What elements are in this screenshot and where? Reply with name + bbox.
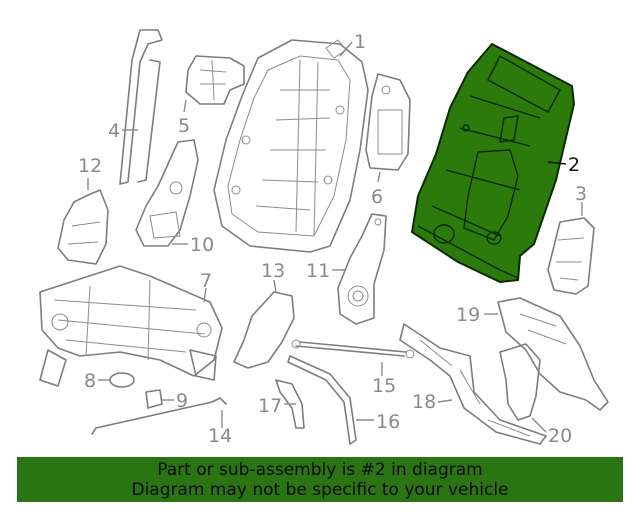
callout-16: 16	[376, 411, 400, 433]
part-8-plug	[109, 372, 135, 388]
callout-4: 4	[108, 120, 120, 142]
callout-1: 1	[354, 31, 366, 53]
part-17-trim	[275, 379, 305, 429]
parts-diagram: 1 2 3 4 5 6 7 8 9 10 11 12 13 14 15 16 1…	[39, 29, 609, 447]
callout-9: 9	[176, 390, 188, 412]
part-3-trim-cover	[547, 217, 595, 295]
callout-5: 5	[178, 115, 190, 137]
callout-19: 19	[456, 304, 480, 326]
callout-8: 8	[84, 370, 96, 392]
callout-6: 6	[371, 186, 383, 208]
notice-line-1: Part or sub-assembly is #2 in diagram	[157, 459, 483, 480]
callout-7: 7	[200, 270, 212, 292]
part-15-strut	[291, 339, 415, 359]
part-20-recliner-cover	[499, 343, 541, 421]
callout-13: 13	[261, 260, 285, 282]
part-16-bar	[287, 355, 357, 445]
part-14-cable	[91, 397, 227, 435]
part-13-pad	[233, 291, 295, 369]
notice-line-2: Diagram may not be specific to your vehi…	[131, 479, 509, 500]
callout-3: 3	[575, 183, 587, 205]
callout-10: 10	[190, 234, 214, 256]
part-11-recliner	[337, 213, 387, 325]
part-12-side-shield	[57, 189, 109, 265]
callout-14: 14	[208, 425, 232, 447]
part-9-clip	[145, 389, 163, 409]
callout-15: 15	[372, 375, 396, 397]
leader-lines	[87, 41, 583, 433]
callout-18: 18	[412, 391, 436, 413]
part-19-side-cover	[497, 297, 609, 411]
callout-17: 17	[258, 395, 282, 417]
part-4-rod	[119, 29, 163, 185]
part-18-track	[399, 323, 547, 445]
notice-banner: Part or sub-assembly is #2 in diagram Di…	[17, 457, 623, 502]
part-7-cushion-frame	[39, 265, 223, 387]
part-10-side-bracket	[135, 139, 199, 247]
callout-11: 11	[306, 260, 330, 282]
callout-12: 12	[78, 155, 102, 177]
callout-2: 2	[568, 154, 580, 176]
part-6-plate	[365, 73, 411, 171]
part-5-bracket	[185, 55, 245, 105]
part-1-seat-back-frame	[213, 39, 369, 253]
callouts: 1 2 3 4 5 6 7 8 9 10 11 12 13 14 15 16 1…	[78, 31, 587, 447]
part-2-seat-back-panel	[411, 43, 575, 283]
callout-20: 20	[548, 425, 572, 447]
